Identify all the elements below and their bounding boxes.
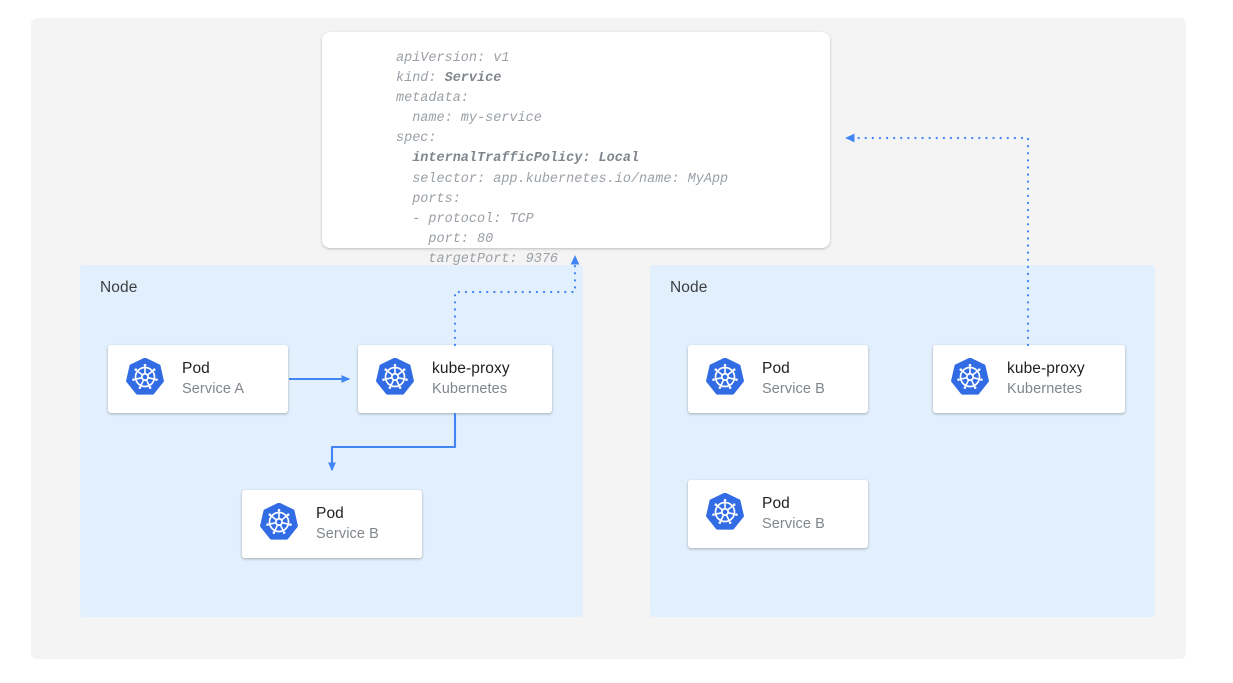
kubernetes-icon xyxy=(706,492,744,536)
card-subtitle: Kubernetes xyxy=(432,381,508,397)
card-title: kube-proxy xyxy=(432,360,510,377)
kubernetes-icon xyxy=(126,357,164,401)
node-panel-left: Node xyxy=(80,265,583,617)
card-subtitle: Service B xyxy=(762,516,825,532)
card-title: Pod xyxy=(762,360,790,377)
card-subtitle: Kubernetes xyxy=(1007,381,1083,397)
node-label-right: Node xyxy=(670,279,708,296)
card-pod-service-a[interactable]: Pod Service A xyxy=(108,345,288,413)
service-manifest-card: apiVersion: v1 kind: Service metadata: n… xyxy=(322,32,830,267)
node-panel-right: Node xyxy=(650,265,1155,617)
service-manifest-code: apiVersion: v1 kind: Service metadata: n… xyxy=(396,51,729,267)
diagram-canvas: apiVersion: v1 kind: Service metadata: n… xyxy=(31,18,1186,659)
card-title: Pod xyxy=(182,360,210,377)
card-pod-service-b-left[interactable]: Pod Service B xyxy=(242,490,422,558)
card-subtitle: Service A xyxy=(182,381,245,397)
card-kube-proxy-left[interactable]: kube-proxy Kubernetes xyxy=(358,345,552,413)
card-pod-service-b-right-1[interactable]: Pod Service B xyxy=(688,345,868,413)
card-title: kube-proxy xyxy=(1007,360,1085,377)
card-subtitle: Service B xyxy=(762,381,825,397)
card-title: Pod xyxy=(762,495,790,512)
card-kube-proxy-right[interactable]: kube-proxy Kubernetes xyxy=(933,345,1125,413)
card-pod-service-b-right-2[interactable]: Pod Service B xyxy=(688,480,868,548)
kubernetes-icon xyxy=(260,502,298,546)
card-subtitle: Service B xyxy=(316,526,379,542)
kubernetes-icon xyxy=(951,357,989,401)
card-title: Pod xyxy=(316,505,344,522)
kubernetes-icon xyxy=(376,357,414,401)
kubernetes-icon xyxy=(706,357,744,401)
node-label-left: Node xyxy=(100,279,138,296)
